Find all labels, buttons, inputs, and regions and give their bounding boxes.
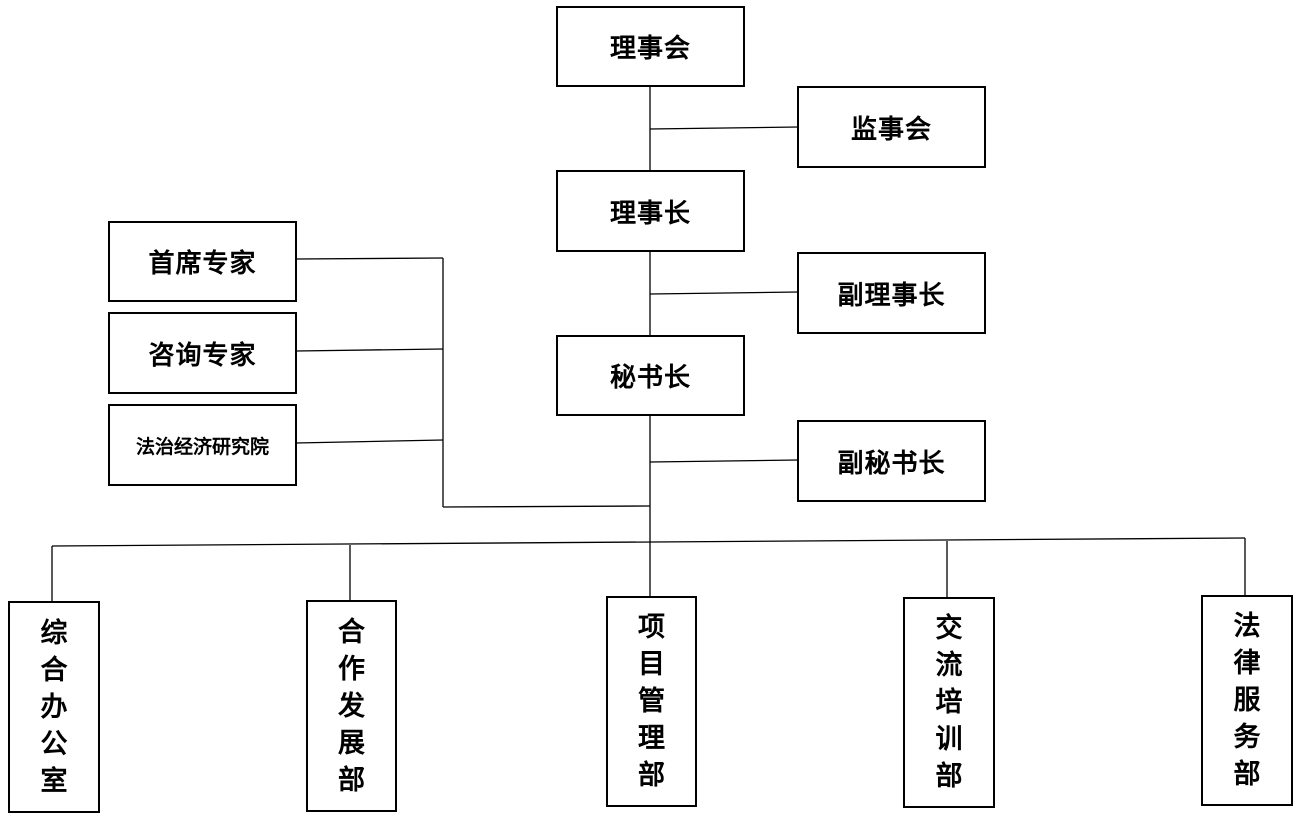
department-label: 交流培训部 xyxy=(935,613,963,792)
dept-exchange-training: 交流培训部 xyxy=(903,597,995,808)
node-chief-expert: 首席专家 xyxy=(108,221,297,302)
node-law-economy-institute: 法治经济研究院 xyxy=(108,404,297,486)
node-chairman: 理事长 xyxy=(556,170,745,252)
dept-project-management: 项目管理部 xyxy=(606,596,697,807)
node-secretary-general: 秘书长 xyxy=(556,335,745,416)
dept-general-office: 综合办公室 xyxy=(8,601,100,813)
node-consulting-expert: 咨询专家 xyxy=(108,312,297,394)
department-label: 项目管理部 xyxy=(638,612,665,791)
dept-legal-services: 法律服务部 xyxy=(1201,595,1293,806)
node-vice-chairman: 副理事长 xyxy=(797,252,986,334)
department-label: 综合办公室 xyxy=(40,617,68,797)
dept-cooperation-development: 合作发展部 xyxy=(306,600,397,812)
node-supervisors: 监事会 xyxy=(797,86,986,168)
department-label: 合作发展部 xyxy=(338,616,365,796)
node-deputy-secretary-general: 副秘书长 xyxy=(797,420,986,502)
department-label: 法律服务部 xyxy=(1233,611,1261,790)
node-council: 理事会 xyxy=(556,6,745,87)
